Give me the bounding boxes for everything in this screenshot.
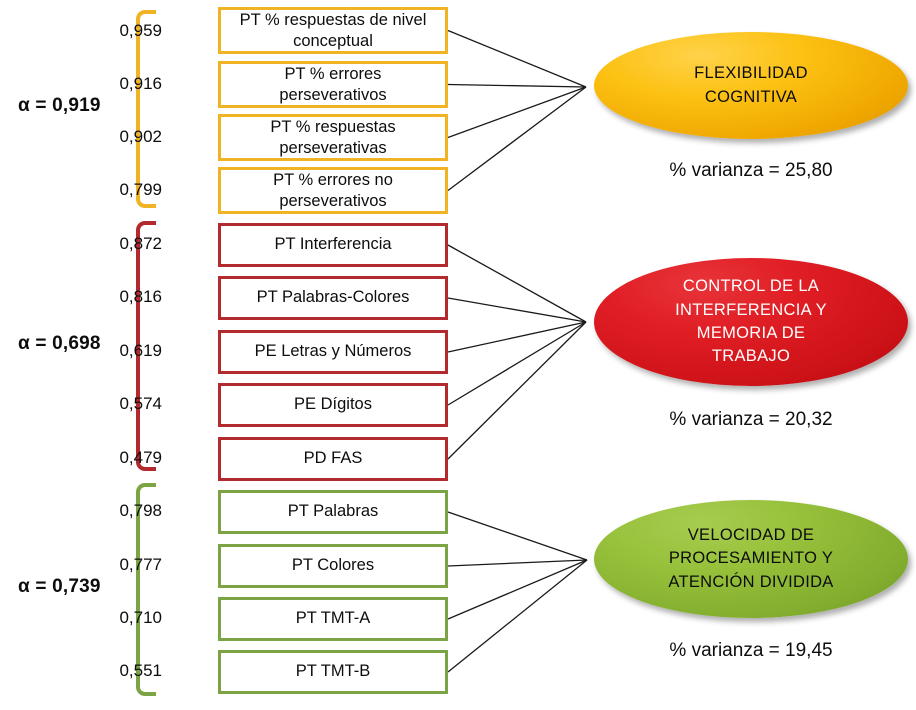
indicator-label: PT TMT-A	[295, 609, 371, 628]
alpha-label-flexibilidad: α = 0,919	[18, 95, 101, 116]
group-bracket-velocidad-procesamiento	[136, 483, 156, 696]
indicator-box[interactable]: PT Interferencia	[218, 223, 448, 267]
connector-line	[447, 321, 587, 353]
loading-value: 0,902	[119, 127, 162, 146]
loading-value: 0,479	[119, 448, 162, 467]
indicator-label: PT Palabras	[287, 502, 379, 521]
loading-value: 0,799	[119, 180, 162, 199]
alpha-label-velocidad-procesamiento: α = 0,739	[18, 576, 101, 597]
connector-line	[447, 511, 588, 561]
loading-value: 0,916	[119, 74, 162, 93]
indicator-box[interactable]: PT Colores	[218, 544, 448, 588]
loading-value: 0,574	[119, 394, 162, 413]
connector-line	[447, 29, 587, 88]
connector-line	[447, 86, 587, 192]
loading-value: 0,710	[119, 608, 162, 627]
variance-caption: % varianza = 20,32	[669, 409, 833, 430]
indicator-label: PT TMT-B	[295, 662, 371, 681]
group-bracket-flexibilidad	[136, 10, 156, 208]
loading-value: 0,551	[119, 661, 162, 680]
connector-line	[447, 321, 587, 460]
connector-line	[447, 321, 587, 406]
connector-line	[447, 83, 587, 88]
alpha-label-control-interferencia: α = 0,698	[18, 333, 101, 354]
indicator-box[interactable]: PT Palabras	[218, 490, 448, 534]
loading-value: 0,619	[119, 341, 162, 360]
indicator-box[interactable]: PT TMT-B	[218, 650, 448, 694]
indicator-label: PE Dígitos	[294, 395, 372, 414]
loading-value: 0,959	[119, 21, 162, 40]
indicator-label: PT Interferencia	[274, 235, 392, 254]
connector-line	[447, 559, 588, 567]
connector-line	[447, 86, 587, 139]
indicator-label: PE Letras y Números	[254, 342, 412, 361]
loading-value: 0,816	[119, 287, 162, 306]
loading-value: 0,777	[119, 555, 162, 574]
group-bracket-control-interferencia	[136, 221, 156, 471]
variance-caption: % varianza = 19,45	[669, 640, 833, 661]
connector-line	[447, 559, 588, 620]
variance-caption: % varianza = 25,80	[669, 160, 833, 181]
indicator-box[interactable]: PT Palabras-Colores	[218, 276, 448, 320]
connector-line	[447, 297, 587, 323]
loading-value: 0,872	[119, 234, 162, 253]
indicator-box[interactable]: PE Dígitos	[218, 383, 448, 427]
connector-line	[447, 559, 588, 673]
connector-line	[447, 244, 587, 323]
indicator-box[interactable]: PT TMT-A	[218, 597, 448, 641]
loading-value: 0,798	[119, 501, 162, 520]
indicator-label: PT Palabras-Colores	[256, 288, 410, 307]
indicator-label: PT Colores	[291, 556, 375, 575]
indicator-label: PD FAS	[303, 449, 363, 468]
indicator-box[interactable]: PE Letras y Números	[218, 330, 448, 374]
indicator-box[interactable]: PD FAS	[218, 437, 448, 481]
